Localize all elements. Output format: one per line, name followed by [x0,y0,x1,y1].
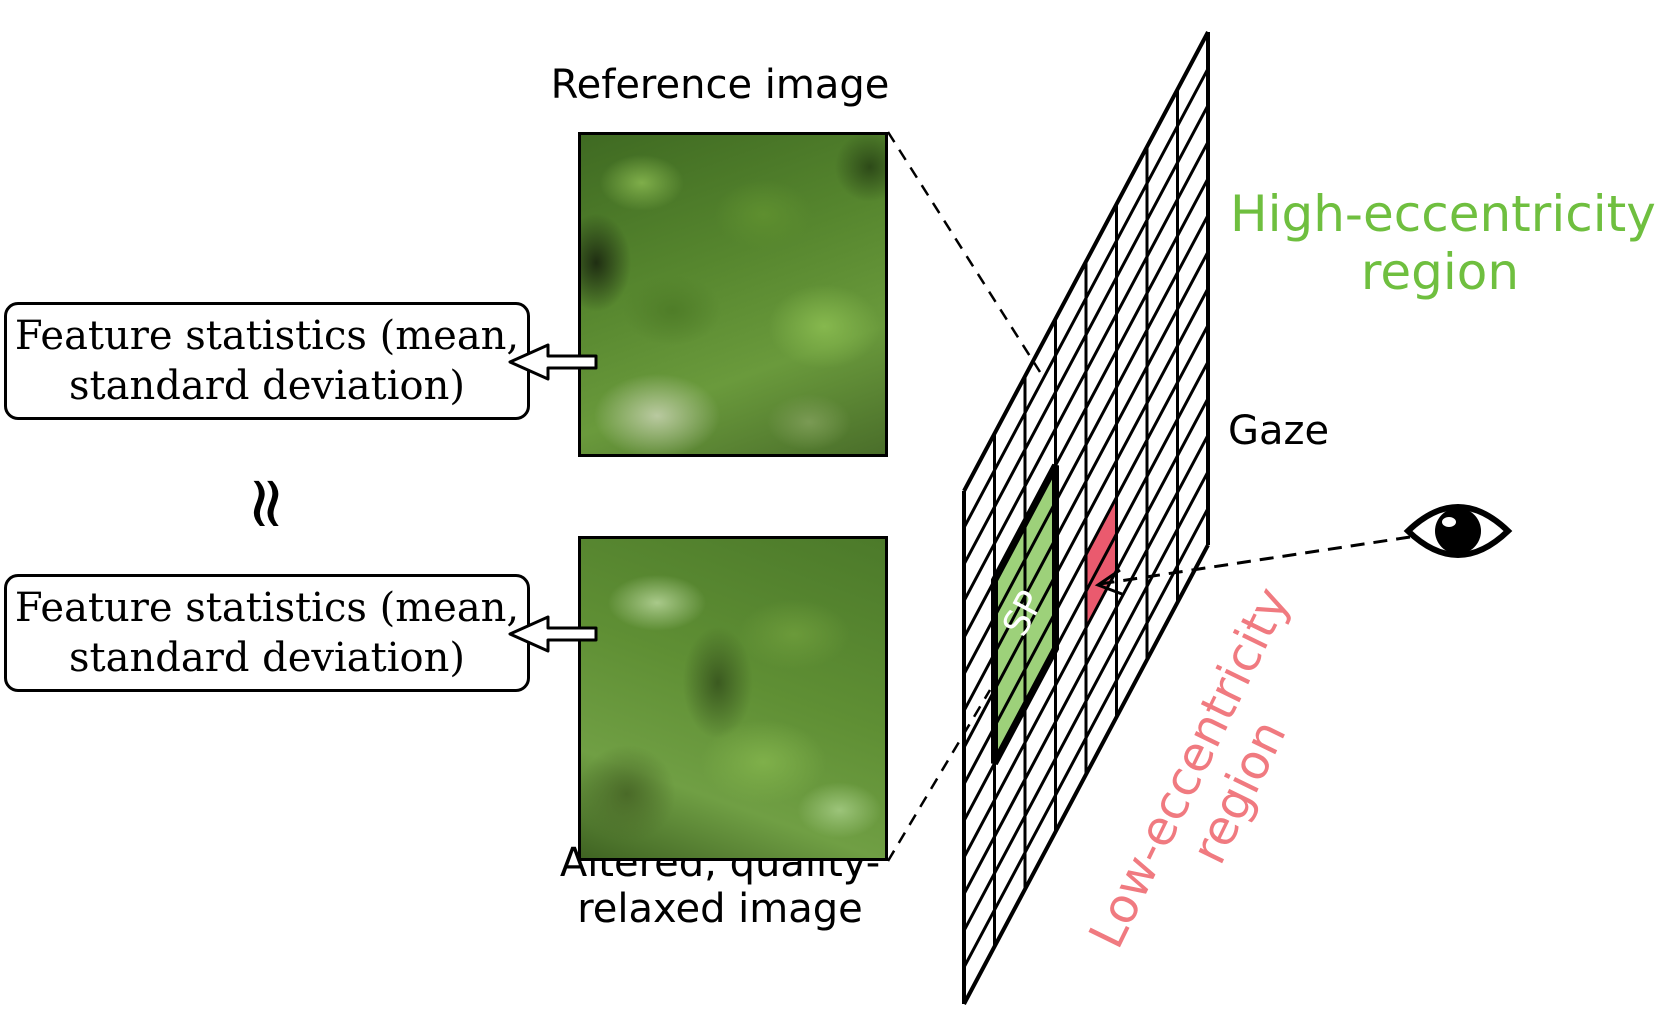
gaze-arrowhead [1094,568,1123,596]
feature-box-line1: Feature statistics (mean, [14,313,520,359]
gaze-line [1099,535,1411,586]
grid-row-line [962,434,1210,895]
eye-icon [1403,504,1513,558]
grid-row-line [962,287,1210,749]
grid-row-line [962,31,1210,492]
hollow-arrow-icon [508,343,598,381]
altered-caption-line2: relaxed image [577,886,863,932]
grid-row-line [962,324,1210,785]
grid-row-line [962,141,1210,602]
grid-row-line [962,507,1210,969]
grid-row-line [962,544,1210,1005]
projection-line-reference [886,131,1042,373]
feature-box-line2: standard deviation) [69,363,465,409]
display-grid: SP [962,31,1210,1005]
grid-row-line [962,251,1210,712]
feature-box-line1: Feature statistics (mean, [14,585,520,631]
feature-box-line2: standard deviation) [69,635,465,681]
sp-region-outline [991,463,1059,766]
gaze-label: Gaze [1228,408,1330,454]
reference-image [578,132,888,457]
high-region-line1: High-eccentricity [1230,185,1656,243]
reference-image-caption: Reference image [550,62,890,108]
grid-row-line [962,104,1210,565]
hollow-arrow-icon [508,615,598,653]
grid-row-line [962,67,1210,529]
grid-row-line [962,214,1210,675]
grid-row-line [962,471,1210,932]
grid-row-line [962,397,1210,859]
high-region-line2: region [1360,242,1520,301]
high-eccentricity-region-label: High-eccentricity region [1230,185,1656,301]
altered-image [578,536,888,861]
